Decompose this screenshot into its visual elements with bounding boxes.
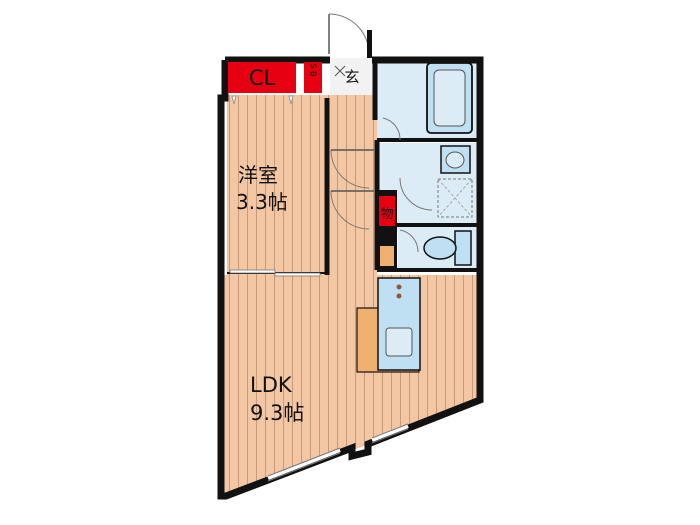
entrance-area [330,58,375,95]
toilet [423,236,457,260]
shoe-box [304,62,322,93]
ldk-window [267,423,409,482]
hallway-floor [325,95,377,275]
kitchen-sink [385,327,413,357]
closet-label: CL [249,66,276,90]
washer-space [437,178,473,218]
closet-block [228,62,296,93]
storage-label: 物 [380,207,393,222]
outer-wall [217,56,484,500]
shoe-box-label: S B [309,63,318,76]
ldk-room-name: LDK [250,373,293,397]
western-room-name: 洋室 [238,163,278,187]
stove-burner [396,284,402,290]
western-room-floor [227,95,325,275]
entrance-label: 玄 [344,68,359,86]
western-room-size: 3.3帖 [236,190,288,214]
ldk-room-size: 9.3帖 [250,401,304,425]
